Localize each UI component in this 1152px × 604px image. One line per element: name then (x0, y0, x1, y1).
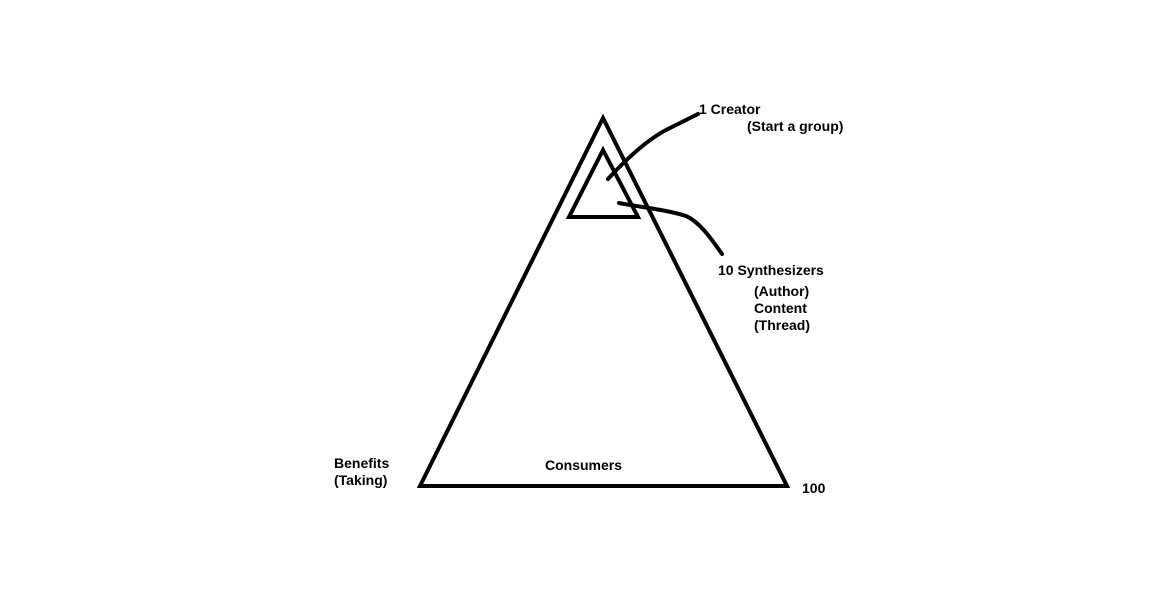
synthesizers-thread-label: (Thread) (754, 317, 810, 333)
creator-sub-label: (Start a group) (747, 118, 844, 134)
count-100-label: 100 (802, 480, 826, 496)
synthesizers-label: 10 Synthesizers (718, 262, 824, 278)
inner-triangle (565, 145, 642, 219)
benefits-label: Benefits (334, 455, 390, 471)
taking-label: (Taking) (334, 472, 388, 488)
creator-leader-line (606, 112, 700, 181)
outer-triangle (416, 113, 791, 488)
synthesizers-content-label: Content (754, 300, 807, 316)
synthesizers-leader-line (617, 201, 724, 256)
synthesizers-author-label: (Author) (754, 283, 810, 299)
consumers-label: Consumers (545, 457, 623, 473)
creator-label: 1 Creator (699, 101, 761, 117)
